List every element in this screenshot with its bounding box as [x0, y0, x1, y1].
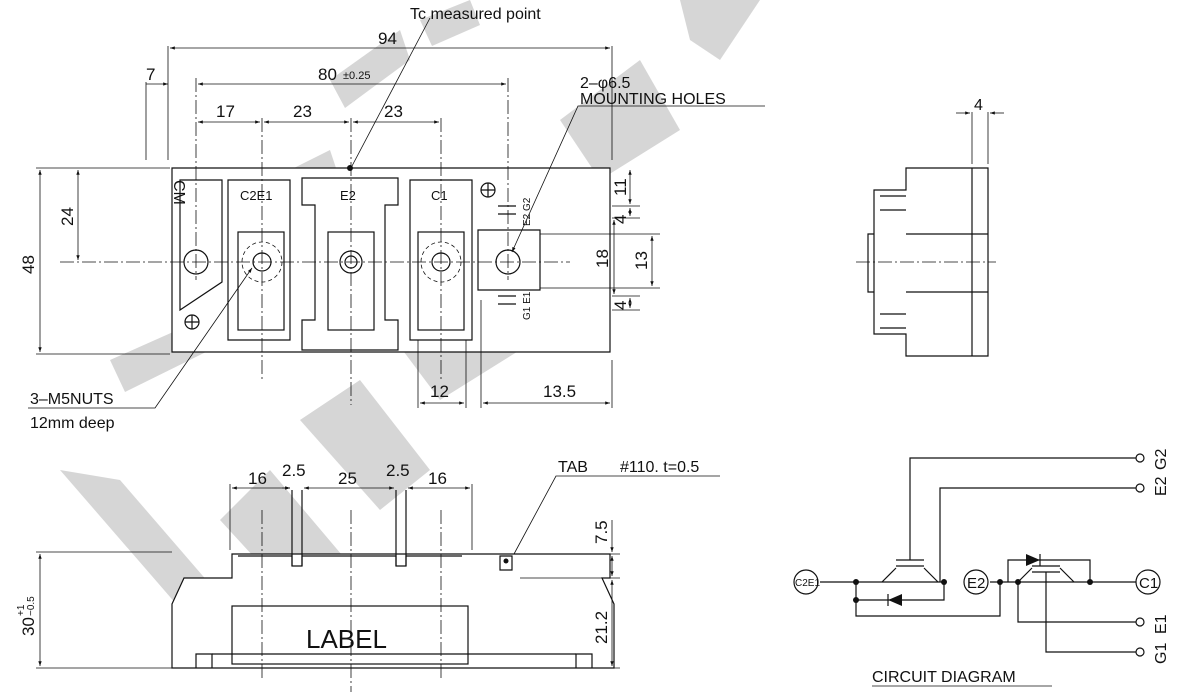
terminal-e2-label: E2: [340, 188, 356, 203]
terminal-g1-label: G1: [1153, 643, 1170, 664]
dim-80-tol: ±0.25: [343, 70, 370, 82]
dim-2-5-b: 2.5: [386, 461, 410, 480]
terminal-e1-label: E1: [1153, 614, 1170, 634]
nuts-depth-label: 12mm deep: [30, 415, 115, 432]
dim-24: 24: [58, 207, 77, 226]
front-view-labels: 16 2.5 25 2.5 16 TAB #110. t=0.5 7.5 21.…: [16, 459, 699, 654]
mounting-count-label: 2–φ6.5: [580, 75, 631, 92]
tab-label: TAB: [558, 459, 588, 476]
dim-23-a: 23: [293, 102, 312, 121]
dim-30-tol-minus: −0.5: [26, 596, 37, 616]
dim-7: 7: [146, 65, 155, 84]
side-dim-4: 4: [974, 97, 983, 114]
top-view: [28, 17, 765, 409]
gate-e2g2-label: E2 G2: [522, 197, 533, 226]
side-view: [856, 111, 1004, 357]
dim-12: 12: [430, 382, 449, 401]
circuit-diagram: [793, 453, 1161, 687]
nuts-label: 3–M5NUTS: [30, 391, 114, 408]
node-c2e1-label: C2E1: [795, 578, 820, 589]
dim-23-b: 23: [384, 102, 403, 121]
node-e2-label: E2: [967, 575, 985, 592]
circuit-title: CIRCUIT DIAGRAM: [872, 669, 1016, 686]
tc-measured-point-label: Tc measured point: [410, 6, 541, 23]
dim-16-a: 16: [248, 469, 267, 488]
dim-4-a: 4: [611, 215, 630, 224]
dim-13-5: 13.5: [543, 382, 576, 401]
dim-16-b: 16: [428, 469, 447, 488]
dim-94: 94: [378, 29, 397, 48]
circuit-labels: C2E1 E2 C1 G2 E2 E1 G1 CIRCUIT DIAGRAM: [795, 449, 1170, 686]
dim-30-tol-plus: +1: [16, 604, 27, 616]
node-c1-label: C1: [1139, 575, 1158, 592]
dim-17: 17: [216, 102, 235, 121]
cm-label: CM: [170, 180, 187, 205]
front-view: [36, 475, 720, 692]
dim-13: 13: [632, 251, 651, 270]
dim-30: 30: [19, 617, 38, 636]
dim-48: 48: [19, 255, 38, 274]
dim-21-2: 21.2: [592, 611, 611, 644]
gate-g1e1-label: G1 E1: [522, 291, 533, 320]
dim-4-b: 4: [611, 301, 630, 310]
dim-2-5-a: 2.5: [282, 461, 306, 480]
terminal-g2-label: G2: [1153, 449, 1170, 470]
terminal-c2e1-label: C2E1: [240, 188, 273, 203]
label-text: LABEL: [306, 624, 387, 654]
mounting-holes-label: MOUNTING HOLES: [580, 91, 726, 108]
tab-spec-label: #110. t=0.5: [620, 459, 699, 476]
dim-11: 11: [611, 178, 630, 196]
terminal-c1-label: C1: [431, 188, 448, 203]
dim-25: 25: [338, 469, 357, 488]
dim-80: 80: [318, 65, 337, 84]
terminal-e2-label: E2: [1153, 476, 1170, 496]
dim-7-5: 7.5: [592, 520, 611, 544]
dim-18: 18: [593, 249, 612, 268]
top-view-labels: Tc measured point 94 7 80 ±0.25 17 23 23…: [19, 6, 726, 432]
